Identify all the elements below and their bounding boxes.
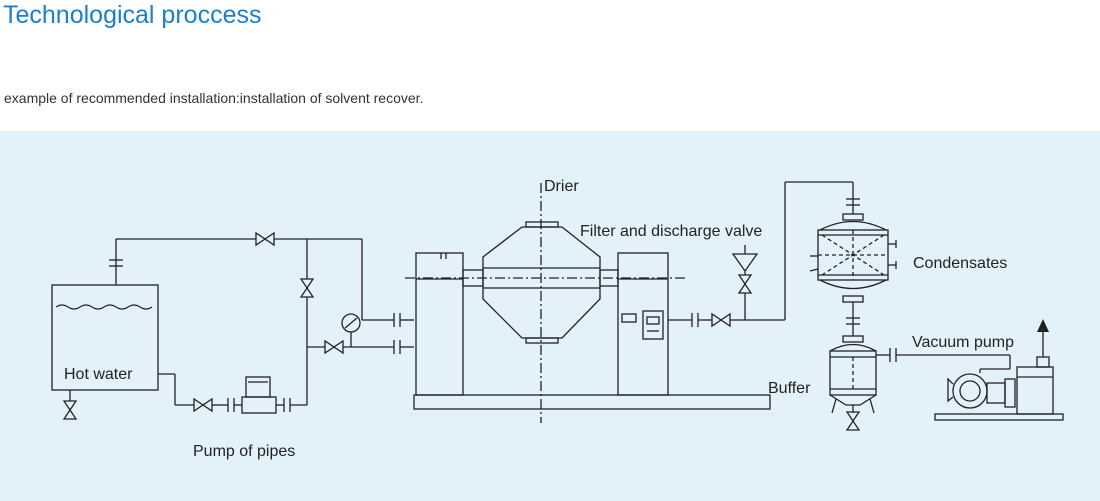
pump-inlet-valve-icon bbox=[193, 398, 213, 412]
supply-valve-icon bbox=[255, 232, 275, 246]
process-diagram-panel: Drier Filter and discharge valve Condens… bbox=[0, 131, 1100, 501]
discharge-valve-icon bbox=[711, 313, 731, 327]
label-filter-discharge-valve: Filter and discharge valve bbox=[580, 223, 762, 240]
label-pump-of-pipes: Pump of pipes bbox=[193, 443, 295, 460]
double-cone-drier bbox=[413, 221, 771, 410]
return-valve-icon bbox=[324, 340, 344, 354]
filter-icon bbox=[731, 253, 759, 273]
vapour-line bbox=[668, 181, 861, 328]
drain-valve-icon bbox=[63, 400, 77, 420]
drier-centerlines bbox=[405, 183, 686, 423]
buffer-drain-valve-icon bbox=[846, 411, 860, 431]
filter-valve-icon bbox=[738, 274, 752, 294]
pipe-pump-icon bbox=[241, 376, 277, 414]
pressure-gauge-icon bbox=[341, 313, 361, 333]
page-subtitle: example of recommended installation:inst… bbox=[4, 90, 424, 106]
label-vacuum-pump: Vacuum pump bbox=[912, 334, 1014, 351]
riser-valve-icon bbox=[300, 278, 314, 298]
exhaust-arrow-icon bbox=[1037, 319, 1049, 332]
label-condensates: Condensates bbox=[913, 255, 1007, 272]
label-hot-water: Hot water bbox=[64, 366, 133, 383]
page-title: Technological proccess bbox=[3, 1, 262, 29]
hot-water-supply-line bbox=[116, 232, 414, 405]
label-buffer: Buffer bbox=[768, 380, 811, 397]
condenser bbox=[809, 213, 897, 336]
vacuum-pump bbox=[934, 329, 1064, 421]
pump-line bbox=[158, 373, 307, 414]
process-flow-diagram: Drier Filter and discharge valve Condens… bbox=[51, 178, 1064, 460]
return-line bbox=[307, 313, 414, 355]
label-drier: Drier bbox=[544, 178, 579, 195]
hot-water-tank bbox=[51, 239, 159, 420]
buffer-tank bbox=[829, 335, 1011, 431]
